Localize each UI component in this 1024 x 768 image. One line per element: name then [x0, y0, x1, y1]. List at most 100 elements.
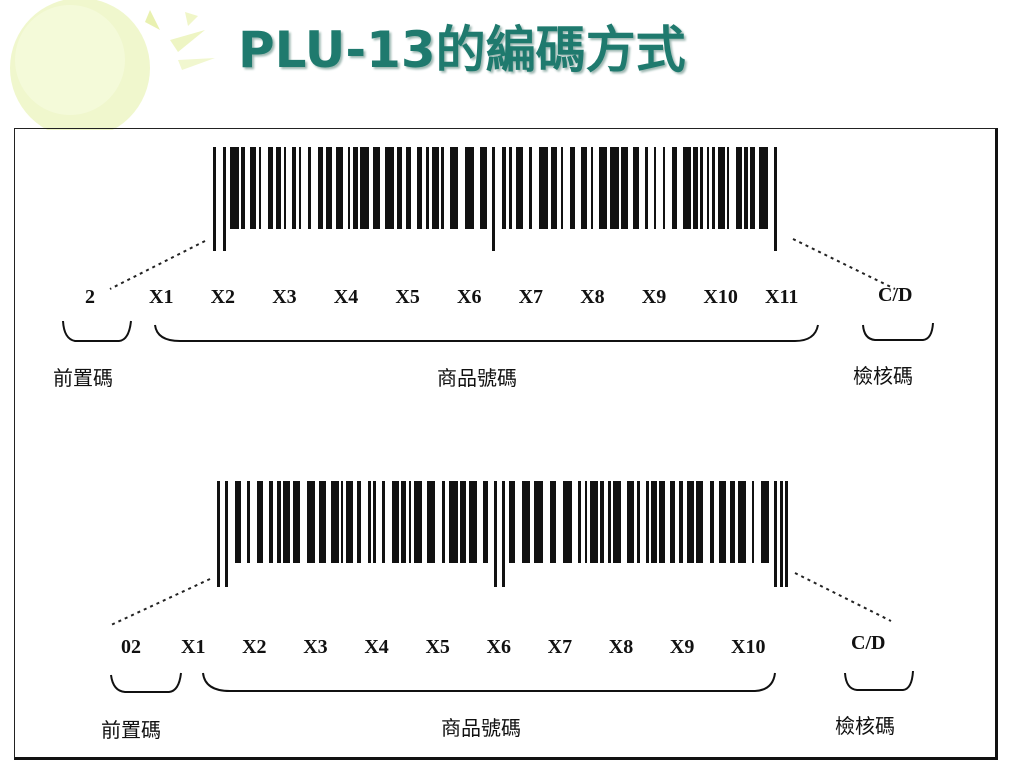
barcode-bar: [718, 147, 725, 229]
barcode-bar: [414, 481, 422, 563]
digit-label: X10: [731, 636, 765, 658]
barcode-bar: [707, 147, 709, 229]
barcode-bar: [633, 147, 639, 229]
item-number-caption: 商品號碼: [437, 367, 517, 390]
barcode-bar: [269, 481, 273, 563]
barcode-bar: [759, 147, 768, 229]
barcode-bar: [672, 147, 677, 229]
barcode-bar: [502, 481, 505, 587]
barcode-bar: [307, 481, 315, 563]
barcode-bar: [761, 481, 769, 563]
barcode-bar: [401, 481, 406, 563]
decorative-circle-graphic: [10, 0, 215, 130]
barcode-bar: [550, 481, 556, 563]
barcode-bar: [247, 481, 250, 563]
barcode-2: [217, 481, 788, 587]
barcode-bar: [670, 481, 675, 563]
barcode-bar: [368, 481, 371, 563]
barcode-bar: [780, 481, 783, 587]
barcode-bar: [406, 147, 411, 229]
digit-label: X8: [609, 636, 633, 658]
barcode-bar: [637, 481, 640, 563]
digit-label: X5: [395, 286, 419, 308]
barcode-bar: [259, 147, 261, 229]
barcode-bar: [646, 481, 649, 563]
barcode-bar: [710, 481, 714, 563]
barcode-bar: [627, 481, 634, 563]
barcode-bar: [292, 147, 296, 229]
barcode-bar: [348, 147, 350, 229]
barcode-bar: [235, 481, 241, 563]
barcode-bar: [561, 147, 563, 229]
digit-label: X4: [364, 636, 388, 658]
digit-label: X1: [149, 286, 173, 308]
barcode-bar: [450, 147, 458, 229]
item-number-caption: 商品號碼: [441, 717, 521, 740]
barcode-bar: [353, 147, 358, 229]
barcode-bar: [522, 481, 530, 563]
barcode-bar: [683, 147, 691, 229]
barcode-bar: [774, 147, 777, 251]
barcode-bar: [225, 481, 228, 587]
barcode-bar: [373, 481, 376, 563]
digit-label: X6: [487, 636, 511, 658]
digit-label: X6: [457, 286, 481, 308]
barcode-bar: [736, 147, 742, 229]
check-digit-caption: 檢核碼: [853, 365, 913, 388]
item-number-bracket: [202, 672, 776, 692]
barcode-bar: [581, 147, 587, 229]
prefix-caption: 前置碼: [53, 367, 113, 390]
barcode-bar: [663, 147, 665, 229]
barcode-bar: [331, 481, 339, 563]
digit-label: X2: [242, 636, 266, 658]
digit-label: X2: [211, 286, 235, 308]
barcode-bar: [509, 481, 515, 563]
barcode-bar: [427, 481, 435, 563]
barcode-bar: [529, 147, 532, 229]
barcode-bar: [460, 481, 466, 563]
barcode-bar: [432, 147, 439, 229]
dotted-guide-right: [794, 572, 892, 622]
barcode-bar: [213, 147, 216, 251]
barcode-bar: [241, 147, 245, 229]
digit-label: X8: [580, 286, 604, 308]
barcode-bar: [441, 147, 444, 229]
barcode-bar: [217, 481, 220, 587]
digit-label: X5: [425, 636, 449, 658]
barcode-bar: [700, 147, 703, 229]
barcode-bar: [319, 481, 326, 563]
barcode-bar: [360, 147, 369, 229]
digit-label: X4: [334, 286, 358, 308]
barcode-bar: [727, 147, 729, 229]
barcode-bar: [738, 481, 746, 563]
digit-label: X3: [272, 286, 296, 308]
barcode-bar: [283, 481, 290, 563]
digit-label: X11: [765, 286, 798, 308]
slide-title: PLU-13的編碼方式: [238, 21, 686, 79]
barcode-bar: [600, 481, 604, 563]
barcode-1: [213, 147, 777, 251]
barcode-bar: [341, 481, 343, 563]
barcode-bar: [276, 147, 281, 229]
barcode-bar: [534, 481, 543, 563]
barcode-bar: [585, 481, 587, 563]
barcode-bar: [494, 481, 497, 587]
barcode-bar: [308, 147, 311, 229]
barcode-bar: [326, 147, 332, 229]
digit-label: X9: [642, 286, 666, 308]
barcode-bar: [382, 481, 385, 563]
barcode-bar: [346, 481, 353, 563]
check-digit-caption: 檢核碼: [835, 715, 895, 738]
barcode-bar: [578, 481, 581, 563]
barcode-bar: [730, 481, 735, 563]
dotted-guide-left: [109, 240, 206, 290]
barcode-bar: [223, 147, 226, 251]
barcode-bar: [250, 147, 256, 229]
barcode-bar: [293, 481, 300, 563]
barcode-bar: [719, 481, 726, 563]
item-number-bracket: [154, 324, 819, 342]
barcode-bar: [284, 147, 286, 229]
prefix-bracket: [110, 672, 182, 693]
barcode-bar: [750, 147, 755, 229]
